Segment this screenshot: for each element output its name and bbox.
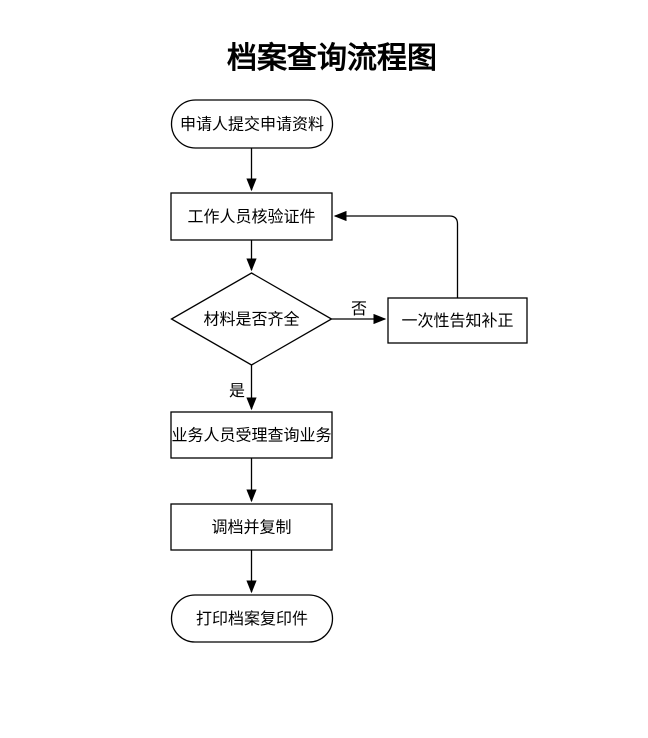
start-node: 申请人提交申请资料	[170, 99, 334, 149]
process-notify-shape	[387, 297, 528, 344]
yes-branch-label: 是	[229, 383, 245, 400]
edge-notify-to-verify-feedback	[333, 210, 459, 298]
no-branch-label: 否	[351, 301, 367, 318]
process-verify-node: 工作人员核验证件	[170, 192, 333, 241]
end-node-label: 打印档案复印件	[196, 610, 308, 628]
end-node: 打印档案复印件	[170, 594, 334, 643]
process-accept-label: 业务人员受理查询业务	[171, 427, 331, 445]
decision-node-shape	[170, 272, 333, 366]
flowchart-title: 档案查询流程图	[227, 41, 437, 75]
process-accept-node: 业务人员受理查询业务	[170, 411, 333, 459]
process-accept-shape	[170, 411, 333, 459]
process-verify-label: 工作人员核验证件	[187, 208, 315, 226]
start-node-label: 申请人提交申请资料	[180, 116, 324, 134]
end-node-shape	[170, 594, 334, 643]
process-notify-node: 一次性告知补正	[387, 297, 528, 344]
connectors: 否 是	[229, 148, 459, 594]
process-copy-shape	[170, 503, 333, 551]
process-notify-label: 一次性告知补正	[401, 312, 513, 330]
decision-node: 材料是否齐全	[170, 272, 333, 366]
decision-node-label: 材料是否齐全	[203, 311, 299, 329]
start-node-shape	[170, 99, 334, 149]
process-copy-node: 调档并复制	[170, 503, 333, 551]
process-copy-label: 调档并复制	[211, 519, 291, 537]
process-verify-shape	[170, 192, 333, 241]
